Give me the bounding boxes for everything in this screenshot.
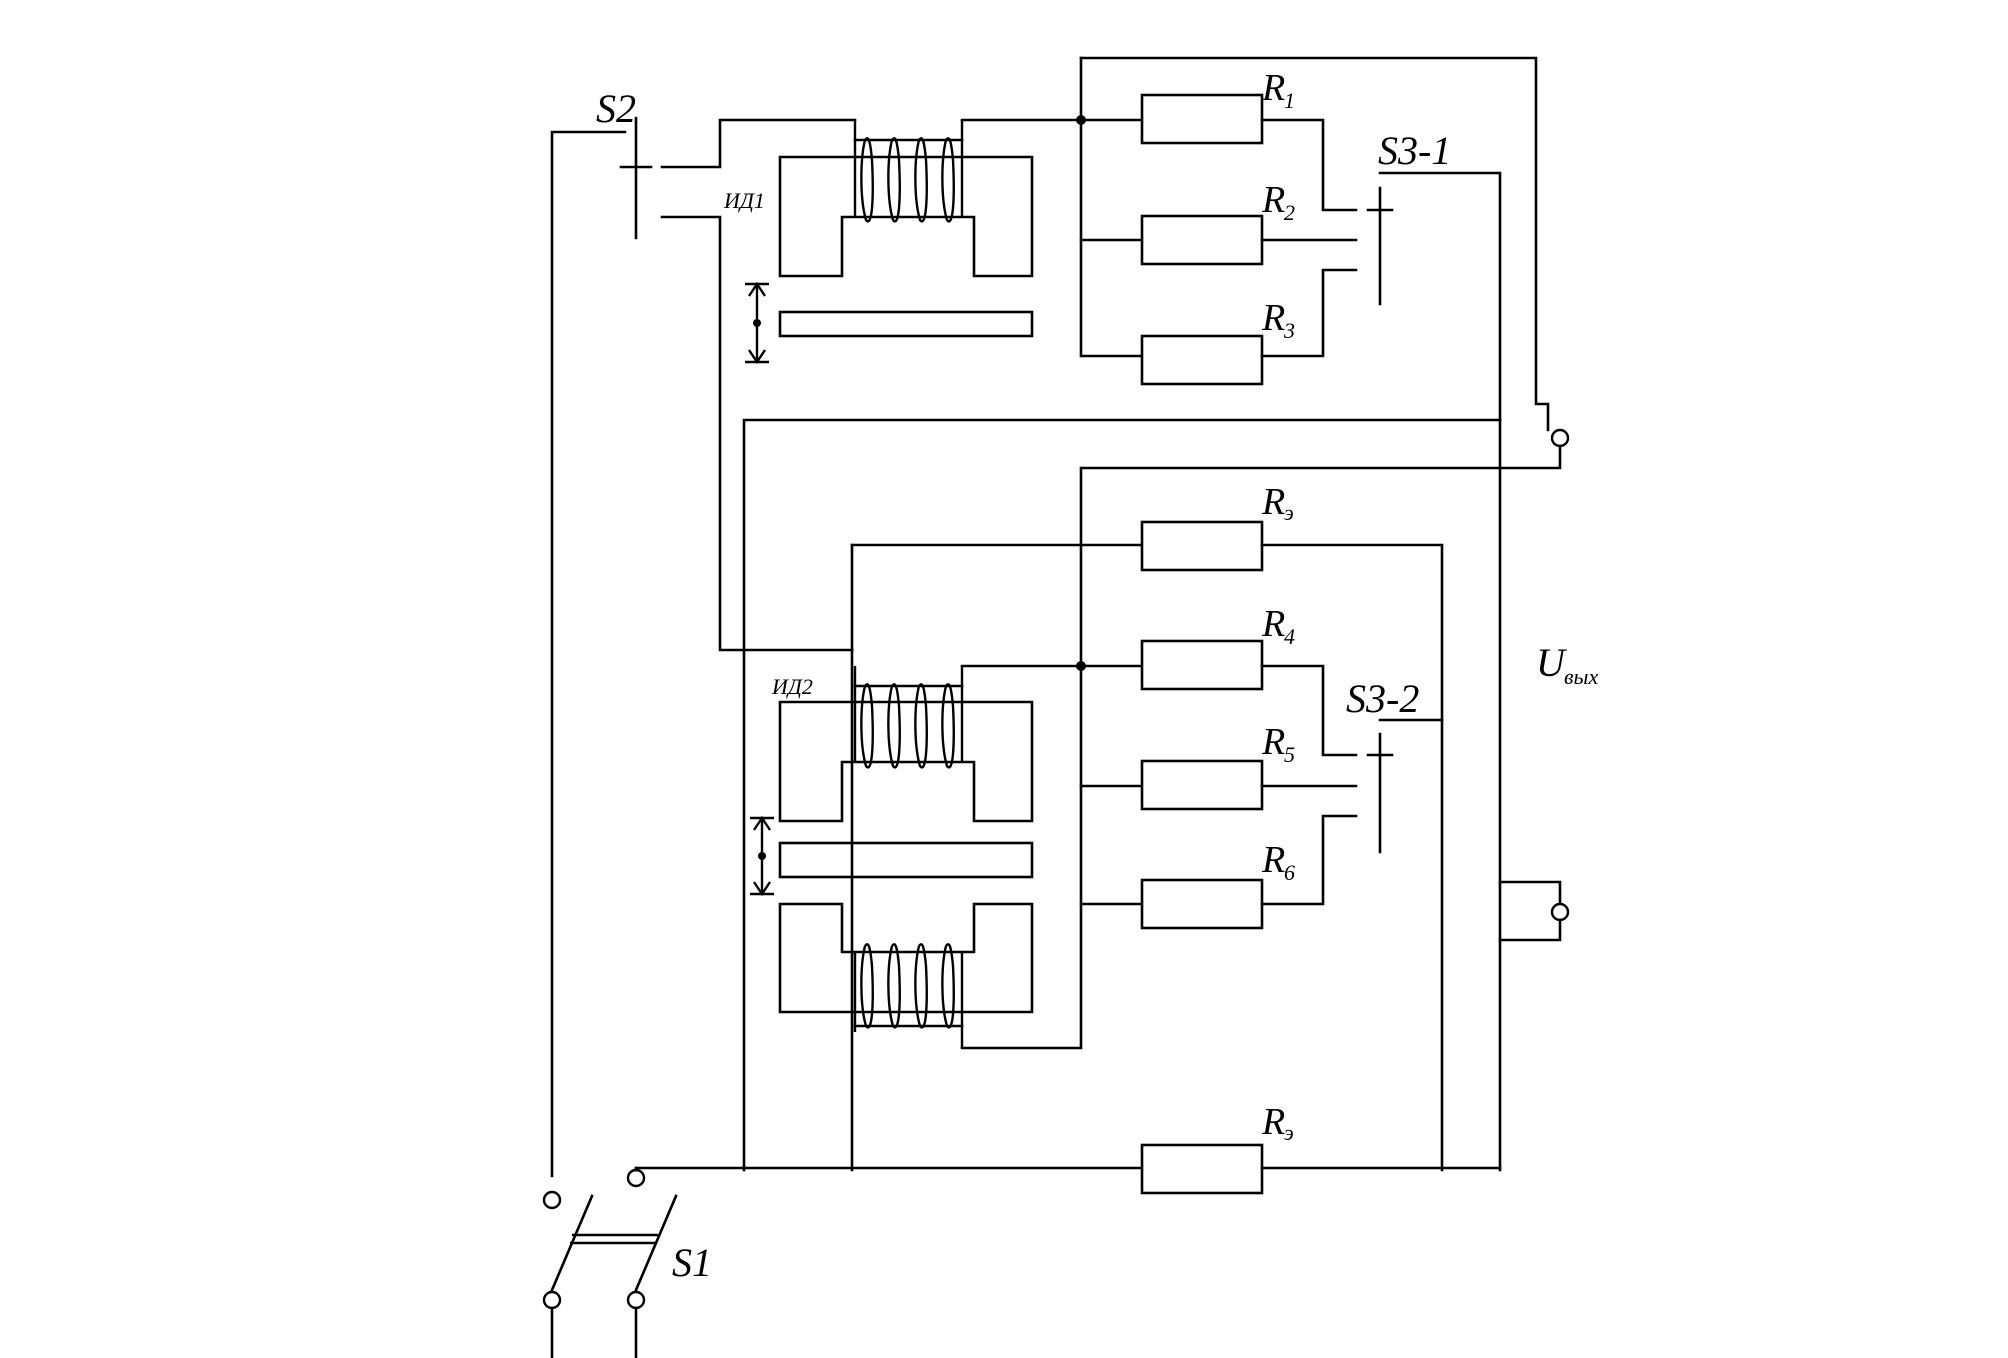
resistor-r6 [1140, 878, 1264, 930]
label-uout: U вых [1536, 640, 1598, 689]
resistor-r5 [1140, 759, 1264, 811]
label-re-top: R э [1261, 481, 1294, 525]
svg-text:R: R [1261, 603, 1285, 645]
svg-text:R: R [1261, 67, 1285, 109]
svg-text:R: R [1261, 297, 1285, 339]
svg-text:R: R [1261, 721, 1285, 763]
resistor-r1 [1140, 93, 1264, 145]
svg-text:5: 5 [1284, 742, 1295, 767]
svg-text:6: 6 [1284, 860, 1295, 885]
resistor-bank-1 [1079, 56, 1502, 422]
svg-text:3: 3 [1283, 318, 1295, 343]
label-s3-2: S3-2 [1346, 676, 1419, 721]
svg-text:1: 1 [1284, 88, 1295, 113]
label-id2: ИД2 [771, 674, 813, 699]
label-r6: R 6 [1261, 839, 1295, 885]
svg-text:R: R [1261, 1101, 1285, 1143]
s1-switch [542, 1166, 678, 1358]
svg-text:4: 4 [1284, 624, 1295, 649]
left-supply-wires [550, 116, 857, 1178]
label-id1: ИД1 [723, 188, 765, 213]
svg-text:вых: вых [1564, 664, 1598, 689]
resistor-re-top [1140, 520, 1444, 1172]
label-r2: R 2 [1261, 179, 1295, 225]
resistor-r3 [1140, 334, 1264, 386]
resistor-re-bottom [634, 1143, 1502, 1195]
svg-text:R: R [1261, 839, 1285, 881]
label-s2: S2 [596, 86, 636, 131]
id1-sensor [745, 120, 1034, 365]
resistor-r2 [1140, 214, 1264, 266]
id2-sensor [750, 666, 1034, 1048]
svg-text:U: U [1536, 640, 1568, 685]
label-r1: R 1 [1261, 67, 1295, 113]
resistor-bank-2 [1079, 639, 1444, 930]
label-r4: R 4 [1261, 603, 1295, 649]
label-r5: R 5 [1261, 721, 1295, 767]
svg-text:э: э [1284, 1120, 1294, 1145]
label-s3-1: S3-1 [1378, 128, 1451, 173]
svg-text:R: R [1261, 481, 1285, 523]
label-r3: R 3 [1261, 297, 1295, 343]
label-s1: S1 [672, 1240, 712, 1285]
svg-text:2: 2 [1284, 200, 1295, 225]
label-re-bottom: R э [1261, 1101, 1294, 1145]
svg-text:э: э [1284, 500, 1294, 525]
svg-text:R: R [1261, 179, 1285, 221]
resistor-r4 [1140, 639, 1264, 691]
